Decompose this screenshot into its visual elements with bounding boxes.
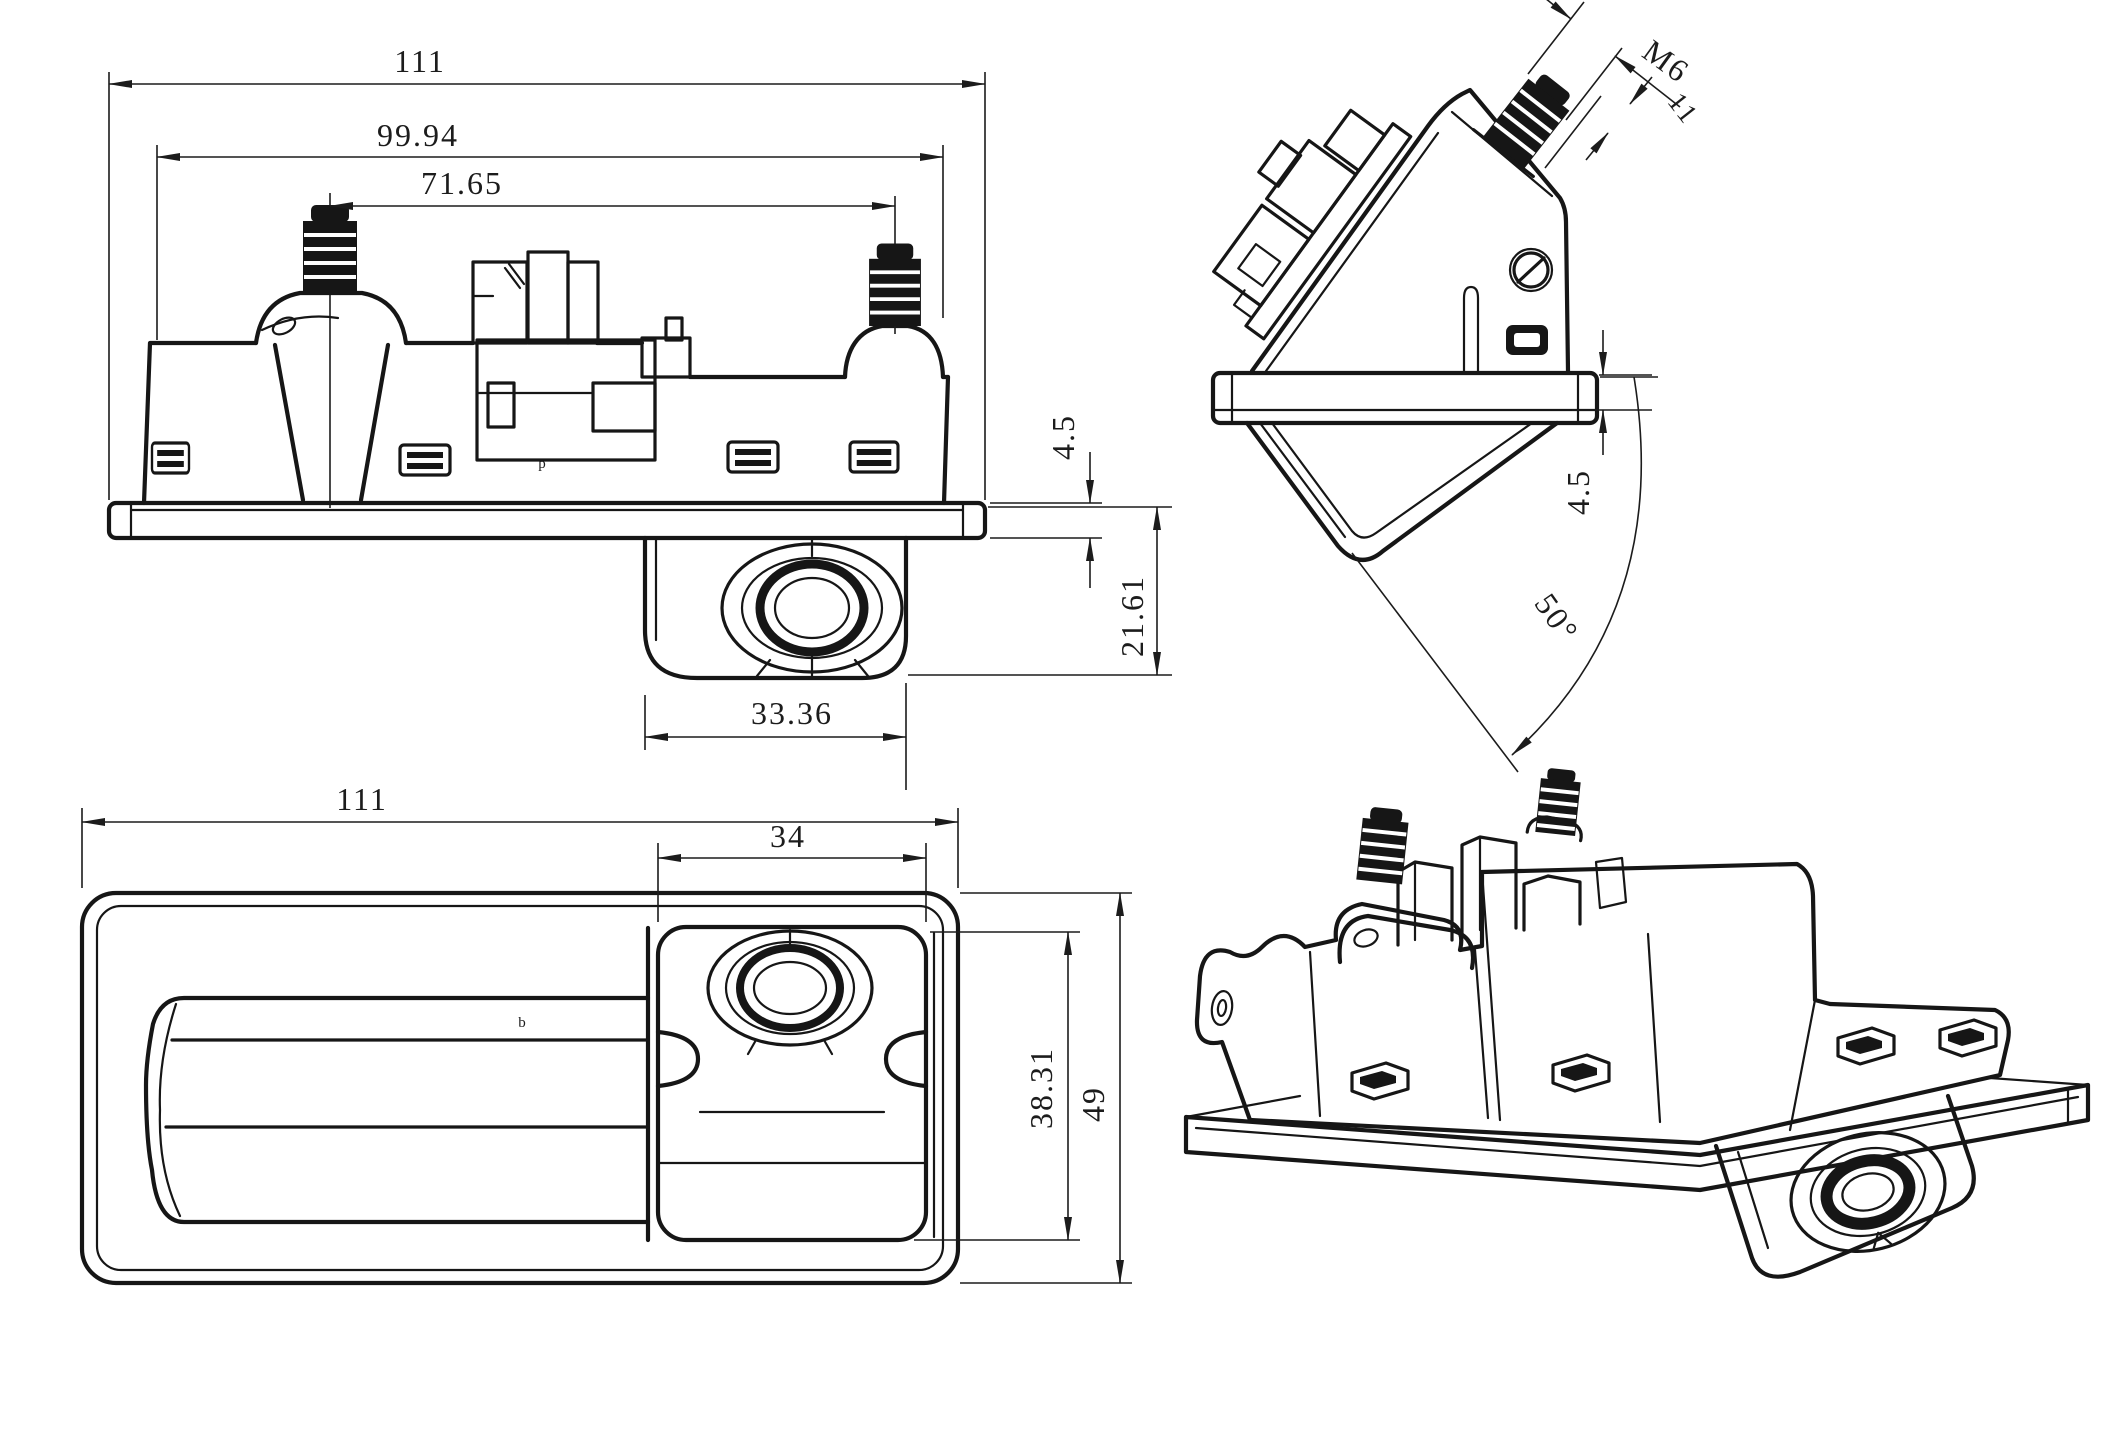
iso-bracket-hole: [1210, 990, 1234, 1026]
dim-plan-overall-depth: 49: [1075, 1086, 1111, 1122]
iso-clip-1: [1350, 1061, 1410, 1101]
flange-plate-front: [106, 500, 988, 541]
iso-body: [1194, 861, 2011, 1146]
side-view: M6 11 4.5 50°: [1210, 0, 1704, 773]
clip-3: [726, 440, 780, 474]
dim-side-camera-angle: 50°: [1528, 587, 1587, 649]
iso-stud-left-base: [1337, 913, 1476, 971]
dim-side-thread-length: 11: [1661, 87, 1704, 130]
dim-plan-pocket-width: 34: [770, 818, 806, 854]
stud-boss: [842, 323, 946, 380]
iso-connector: [1396, 835, 1628, 947]
connector-front: [471, 250, 657, 462]
camera-lens: [773, 576, 851, 640]
dim-front-mounting-width: 99.94: [377, 117, 459, 153]
clip-1: [150, 441, 191, 475]
isometric-view: [1183, 768, 2091, 1279]
front-view: p 111 99.94 71.65 4.5 21.61 33.36: [106, 43, 1172, 790]
handle-pocket-plan: [143, 995, 651, 1225]
handle-body-front: [141, 316, 951, 506]
dim-plan-overall-width: 111: [336, 781, 388, 817]
dim-front-housing-depth: 21.61: [1114, 575, 1150, 657]
camera-wedge-side: [1244, 420, 1560, 562]
dim-side-thread-size: M6: [1636, 32, 1696, 90]
plan-dimensions: 111 34 38.31 49: [81, 781, 1132, 1284]
dim-front-overall-width: 111: [394, 43, 446, 79]
threaded-stud-side: [1471, 74, 1570, 179]
dim-side-flange-thickness: 4.5: [1560, 469, 1596, 515]
threaded-stud-right: [867, 196, 923, 334]
dim-front-flange-thickness: 4.5: [1045, 414, 1081, 460]
plan-body-outer: [79, 890, 961, 1286]
tilted-body-side: [1249, 87, 1571, 374]
dim-front-housing-width: 33.36: [751, 695, 833, 731]
camera-pocket-plan: [645, 924, 936, 1243]
clip-2: [398, 443, 452, 477]
iso-camera-pod: [1713, 1093, 1976, 1279]
connector-side: [1212, 108, 1413, 341]
locator-pin: [1462, 285, 1480, 373]
clip-4: [848, 440, 900, 474]
plan-view: b 111 34 38.31 49: [79, 781, 1132, 1286]
iso-stud-left: [1356, 807, 1409, 885]
iso-lens-ring: [1820, 1154, 1916, 1230]
iso-lens: [1841, 1172, 1895, 1212]
body-step: [640, 336, 692, 379]
camera-lens-plan: [752, 960, 828, 1016]
flange-plate-side: [1210, 370, 1600, 426]
front-dimensions: 111 99.94 71.65 4.5 21.61 33.36: [108, 43, 1172, 790]
camera-lens-ring-plan: [736, 944, 844, 1032]
iso-clip-3: [1836, 1026, 1896, 1066]
threaded-stud-left: [253, 193, 409, 508]
dim-front-stud-spacing: 71.65: [421, 165, 503, 201]
iso-clip-4: [1938, 1018, 1998, 1058]
stud-base-hole: [271, 316, 297, 336]
iso-stud-right: [1525, 768, 1583, 843]
dim-plan-pocket-length: 38.31: [1023, 1047, 1059, 1129]
body-mark-plan: b: [518, 1015, 526, 1031]
body-mark-front: p: [538, 456, 546, 472]
iso-clip-2: [1551, 1053, 1611, 1093]
screw-head: [1512, 251, 1550, 289]
plan-body-inner: [95, 904, 945, 1272]
iso-flange-plate: [1183, 1076, 2091, 1193]
camera-lens-ring: [755, 559, 869, 657]
camera-housing-front: [642, 535, 909, 681]
